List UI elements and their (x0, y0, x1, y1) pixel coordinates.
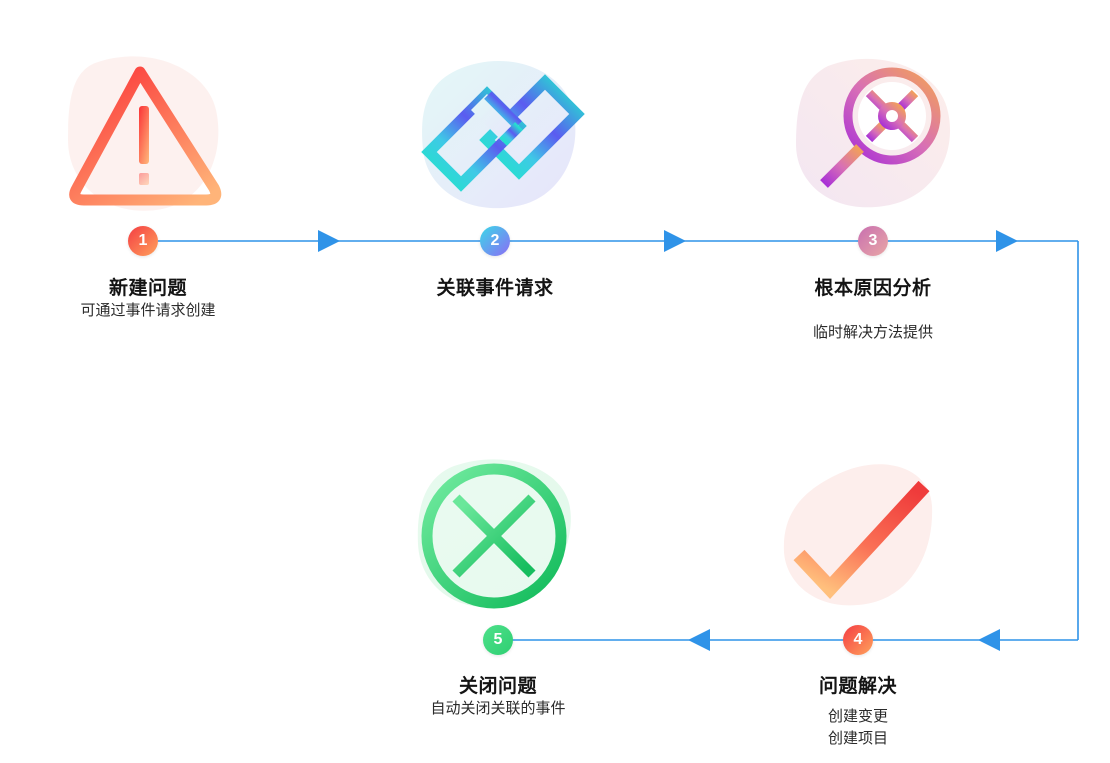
step-badge-3[interactable]: 3 (858, 226, 888, 256)
step-5-labels: 关闭问题 自动关闭关联的事件 (328, 671, 668, 720)
close-circle-icon (417, 459, 571, 609)
chain-link-icon-wrap (413, 48, 593, 218)
step-1[interactable]: 1 新建问题 可通过事件请求创建 (0, 48, 300, 319)
step-5-title: 关闭问题 (458, 676, 537, 697)
step-4-title: 问题解决 (818, 676, 897, 697)
magnifier-gear-icon-wrap (788, 48, 968, 218)
magnifier-gear-icon (796, 58, 951, 208)
step-3-title: 根本原因分析 (814, 278, 932, 299)
step-2-title: 关联事件请求 (436, 278, 554, 299)
warning-triangle-icon-wrap (58, 48, 238, 218)
step-1-subtitle: 可通过事件请求创建 (80, 302, 216, 319)
step-4[interactable]: 4 问题解决 创建变更 创建项目 (710, 448, 1010, 747)
step-2[interactable]: 2 关联事件请求 (340, 48, 640, 299)
arrow-head-left (688, 629, 710, 651)
arrow-head-right (318, 230, 340, 252)
step-3[interactable]: 3 根本原因分析 临时解决方法提供 (720, 48, 1020, 341)
step-badge-2-number: 2 (490, 232, 500, 249)
step-badge-5-number: 5 (493, 631, 503, 648)
step-2-labels: 关联事件请求 (325, 273, 665, 300)
step-5-subtitle: 自动关闭关联的事件 (430, 700, 566, 717)
step-badge-5[interactable]: 5 (483, 625, 513, 655)
step-badge-4-number: 4 (853, 631, 863, 648)
step-badge-1[interactable]: 1 (128, 226, 158, 256)
step-4-subtitle-1: 创建变更 (827, 708, 888, 725)
step-3-labels: 根本原因分析 临时解决方法提供 (703, 273, 1043, 344)
arrow-head-left (978, 629, 1000, 651)
step-badge-2[interactable]: 2 (480, 226, 510, 256)
warning-triangle-icon (68, 56, 222, 211)
chain-link-icon (421, 60, 585, 209)
step-1-title: 新建问题 (108, 278, 187, 299)
step-4-labels: 问题解决 创建变更 创建项目 (688, 671, 1028, 750)
arrow-head-right (996, 230, 1018, 252)
check-mark-icon-wrap (772, 448, 952, 618)
step-badge-4[interactable]: 4 (843, 625, 873, 655)
check-mark-icon (783, 464, 933, 606)
step-4-subtitle-2: 创建项目 (827, 730, 888, 747)
close-circle-icon-wrap (408, 448, 588, 618)
arrow-head-right (664, 230, 686, 252)
step-5[interactable]: 5 关闭问题 自动关闭关联的事件 (348, 448, 648, 717)
step-3-subtitle: 临时解决方法提供 (812, 324, 933, 341)
step-1-labels: 新建问题 可通过事件请求创建 (0, 273, 318, 322)
step-badge-1-number: 1 (138, 232, 148, 249)
step-badge-3-number: 3 (868, 232, 878, 249)
